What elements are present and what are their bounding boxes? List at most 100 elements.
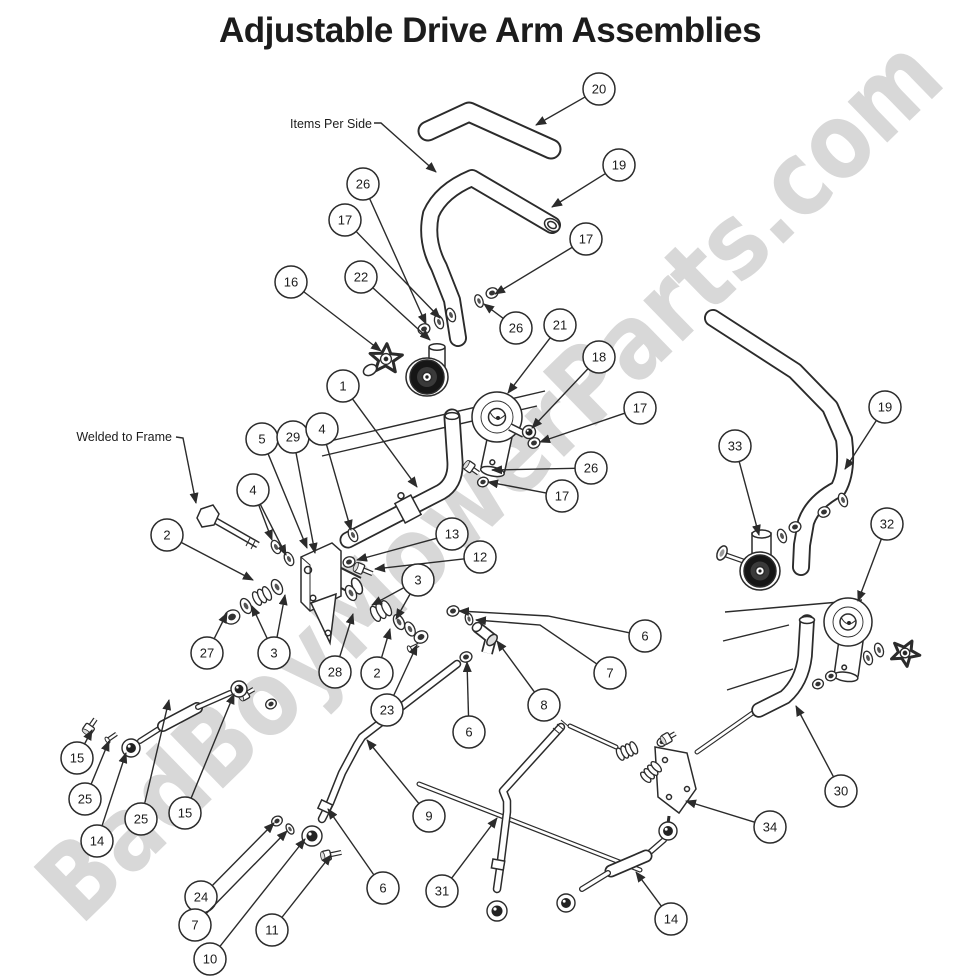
callout-balloon bbox=[360, 656, 394, 690]
washer bbox=[474, 294, 484, 308]
hex-nut bbox=[824, 670, 838, 682]
leader-line bbox=[635, 871, 662, 907]
leader-line bbox=[451, 817, 498, 879]
pin bbox=[104, 732, 118, 744]
callout-17: 17 bbox=[328, 203, 441, 319]
callout-33: 33 bbox=[718, 429, 761, 536]
callout-number: 26 bbox=[356, 177, 370, 192]
callout-number: 4 bbox=[318, 422, 325, 437]
callout-number: 25 bbox=[134, 812, 148, 827]
callout-balloon bbox=[435, 517, 469, 551]
washer bbox=[270, 578, 284, 596]
star-knob-left bbox=[368, 342, 404, 374]
callout-number: 9 bbox=[425, 809, 432, 824]
leader-line bbox=[213, 612, 228, 639]
washer bbox=[873, 642, 885, 658]
callout-number: 2 bbox=[163, 528, 170, 543]
right-idler-pulley bbox=[823, 597, 873, 647]
leader-line bbox=[491, 465, 575, 475]
callout-number: 3 bbox=[414, 573, 421, 588]
callout-26: 26 bbox=[346, 167, 427, 325]
callout-balloon bbox=[582, 340, 616, 374]
callout-balloon bbox=[868, 390, 902, 424]
callout-balloon bbox=[425, 874, 459, 908]
callout-balloon bbox=[255, 913, 289, 947]
leader-line bbox=[371, 587, 404, 606]
callout-number: 17 bbox=[555, 489, 569, 504]
leader-line bbox=[355, 231, 441, 319]
callout-number: 5 bbox=[258, 432, 265, 447]
callout-number: 2 bbox=[373, 666, 380, 681]
tube-open-end bbox=[543, 217, 561, 233]
callout-balloon bbox=[346, 167, 380, 201]
ball-joint bbox=[556, 893, 576, 913]
callout-number: 31 bbox=[435, 884, 449, 899]
hex-nut bbox=[342, 556, 356, 568]
washer bbox=[837, 492, 849, 508]
callout-balloon bbox=[344, 260, 378, 294]
callout-number: 29 bbox=[286, 430, 300, 445]
left-drive-pulley bbox=[405, 357, 449, 397]
callout-number: 34 bbox=[763, 820, 777, 835]
leader-line bbox=[531, 368, 589, 429]
leader-line bbox=[219, 838, 306, 947]
callout-balloon bbox=[628, 619, 662, 653]
callout-6: 6 bbox=[327, 808, 400, 905]
leader-line bbox=[276, 594, 288, 637]
callout-number: 18 bbox=[592, 350, 606, 365]
callout-number: 6 bbox=[465, 725, 472, 740]
hex-nut bbox=[817, 506, 831, 518]
rod31-threads bbox=[552, 719, 569, 735]
callout-number: 24 bbox=[194, 890, 208, 905]
callout-25: 25 bbox=[124, 699, 172, 836]
callout-29: 29 bbox=[276, 420, 318, 554]
callout-balloon bbox=[753, 810, 787, 844]
callout-6: 6 bbox=[452, 661, 486, 749]
leader-line bbox=[339, 613, 355, 657]
leader-line bbox=[395, 594, 411, 620]
washer bbox=[862, 650, 874, 666]
callout-2: 2 bbox=[150, 518, 254, 581]
handle-grip-20 bbox=[417, 101, 562, 160]
leader-line bbox=[352, 398, 418, 488]
callout-26: 26 bbox=[491, 451, 608, 485]
bolt bbox=[352, 561, 374, 576]
annotations: Items Per Side Welded to Frame bbox=[76, 117, 437, 504]
callout-13: 13 bbox=[356, 517, 469, 562]
leader-line bbox=[212, 822, 275, 886]
leader-line bbox=[101, 752, 128, 826]
callout-31: 31 bbox=[425, 817, 498, 908]
callout-balloon bbox=[463, 540, 497, 574]
washer bbox=[283, 551, 295, 567]
callout-12: 12 bbox=[374, 540, 497, 574]
washer bbox=[445, 307, 457, 323]
hex-nut bbox=[413, 630, 429, 644]
callout-15: 15 bbox=[60, 729, 94, 775]
items-per-side-leader bbox=[374, 122, 437, 173]
leader-line bbox=[738, 461, 761, 536]
callout-19: 19 bbox=[844, 390, 902, 470]
callout-balloon bbox=[326, 369, 360, 403]
callout-21: 21 bbox=[507, 308, 577, 394]
callout-1: 1 bbox=[326, 369, 418, 488]
link-rod-right bbox=[694, 709, 757, 755]
drive-arm-19-left bbox=[420, 169, 561, 347]
leader-line bbox=[258, 505, 273, 541]
tierod-left-end2 bbox=[195, 690, 233, 710]
callout-balloon bbox=[569, 222, 603, 256]
washer bbox=[344, 584, 358, 602]
leader-line bbox=[507, 337, 551, 394]
callout-23: 23 bbox=[370, 644, 418, 727]
callout-11: 11 bbox=[255, 854, 332, 947]
spring bbox=[251, 586, 273, 606]
callout-number: 16 bbox=[284, 275, 298, 290]
callout-16: 16 bbox=[274, 265, 382, 352]
drive-arm-19-right bbox=[704, 309, 855, 576]
callout-balloon bbox=[366, 871, 400, 905]
leader-line bbox=[685, 799, 755, 823]
leader-line bbox=[372, 287, 431, 341]
callout-balloon bbox=[68, 782, 102, 816]
callout-number: 15 bbox=[70, 751, 84, 766]
ball-joint bbox=[301, 825, 323, 847]
